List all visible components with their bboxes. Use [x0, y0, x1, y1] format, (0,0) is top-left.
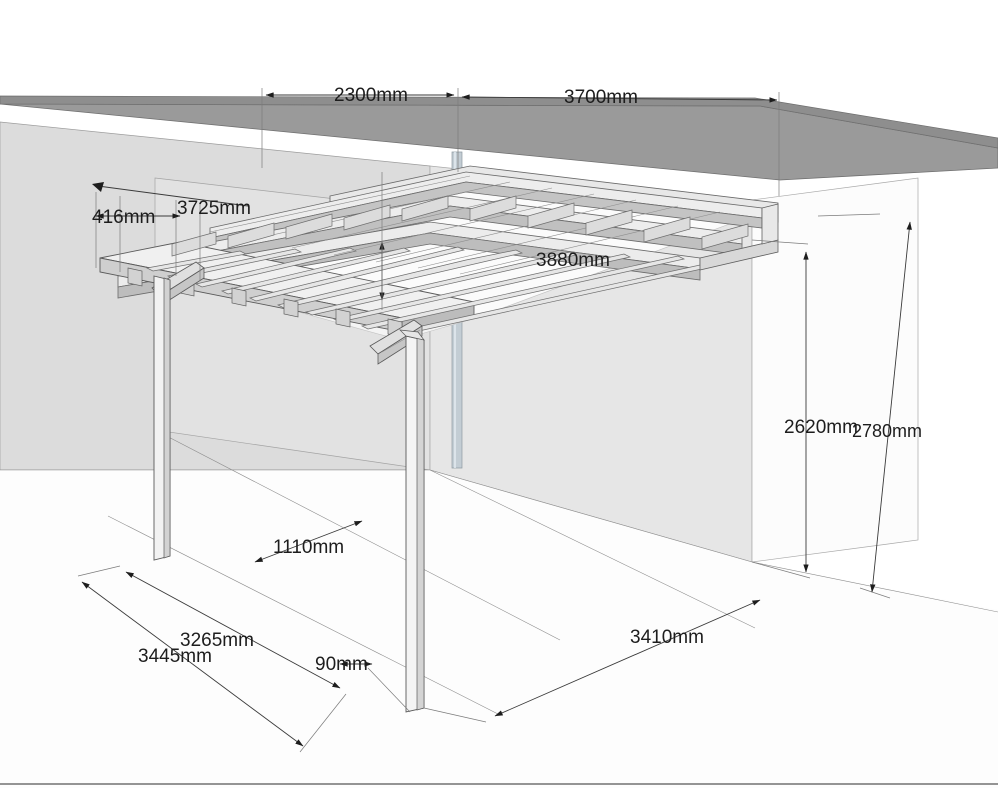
rafter-tail — [231, 287, 247, 307]
cross-member — [343, 204, 391, 231]
rafter-tail — [335, 308, 351, 328]
dim-line-3700 — [461, 94, 778, 103]
rafter-tail — [127, 267, 143, 287]
dim-label-90: 90mm — [315, 654, 368, 675]
cross-member — [227, 222, 275, 249]
dimension-roof-group: 3880mm — [379, 172, 610, 310]
post-right-shade — [416, 337, 425, 711]
support-structure — [151, 261, 425, 713]
dimension-upper-left-group: 416mm 3725mm — [92, 182, 251, 280]
dim-arrow-3725 — [92, 182, 104, 192]
carport-roof-frame — [99, 165, 779, 341]
roof-end-block — [699, 239, 779, 271]
cross-member — [643, 216, 691, 243]
dim-line-2780 — [870, 221, 912, 593]
ext-line-2620-bot — [751, 561, 811, 579]
ground-ext-b — [299, 693, 347, 753]
dim-label-3700: 3700mm — [564, 87, 638, 108]
rafter — [220, 247, 412, 295]
rafter — [304, 251, 578, 316]
cross-member-set — [171, 195, 749, 257]
cross-member — [701, 223, 749, 250]
dimension-right-group: 2620mm 2780mm — [751, 213, 922, 599]
cross-member — [469, 195, 517, 222]
ext-line-2780-top — [817, 213, 881, 217]
dim-label-416: 416mm — [92, 207, 155, 228]
rafter-set — [145, 246, 740, 337]
purlin-lower-face — [117, 232, 701, 299]
dimension-top-group: 2300mm 3700mm — [261, 85, 780, 196]
dim-label-3880: 3880mm — [536, 250, 610, 271]
dimension-ground-group: 1110mm 3265mm 3445mm 90mm 3410mm — [77, 520, 761, 753]
dim-label-2300: 2300mm — [334, 85, 408, 106]
rafter-top — [209, 175, 471, 233]
rafter-top — [375, 199, 637, 263]
roof-end-cap — [761, 203, 779, 245]
dim-line-3410 — [494, 599, 761, 717]
cross-member — [401, 195, 449, 222]
ground-ext-c — [367, 667, 411, 713]
ext-line-2780-bot — [859, 587, 891, 599]
ground-ext-d — [423, 707, 487, 723]
dim-label-2620: 2620mm — [784, 417, 858, 438]
ext-line-2620-top — [751, 239, 809, 245]
cross-member — [585, 209, 633, 236]
dim-label-3410: 3410mm — [630, 627, 704, 648]
rafter-top — [417, 205, 679, 269]
house-roof-slab-top — [0, 95, 998, 149]
rafter — [276, 249, 524, 309]
dim-line-3445 — [81, 581, 304, 747]
dim-label-3725: 3725mm — [177, 198, 251, 219]
post-left-shade — [163, 277, 171, 559]
cross-member — [527, 202, 575, 229]
rafter — [194, 247, 358, 288]
rafter-top — [333, 193, 595, 256]
rafter-tail — [283, 298, 299, 318]
rafter — [145, 250, 248, 272]
dim-label-3445: 3445mm — [138, 646, 212, 667]
post-right-cap — [399, 329, 425, 341]
cross-member — [171, 231, 217, 257]
rafter — [360, 255, 686, 330]
rafter — [248, 246, 466, 302]
cross-member — [285, 213, 333, 240]
dim-label-2780: 2780mm — [852, 421, 922, 441]
ground-ext-a — [77, 565, 121, 577]
dim-label-1110: 1110mm — [273, 537, 344, 558]
dim-line-1110 — [254, 520, 363, 563]
dim-line-3725 — [97, 185, 249, 207]
